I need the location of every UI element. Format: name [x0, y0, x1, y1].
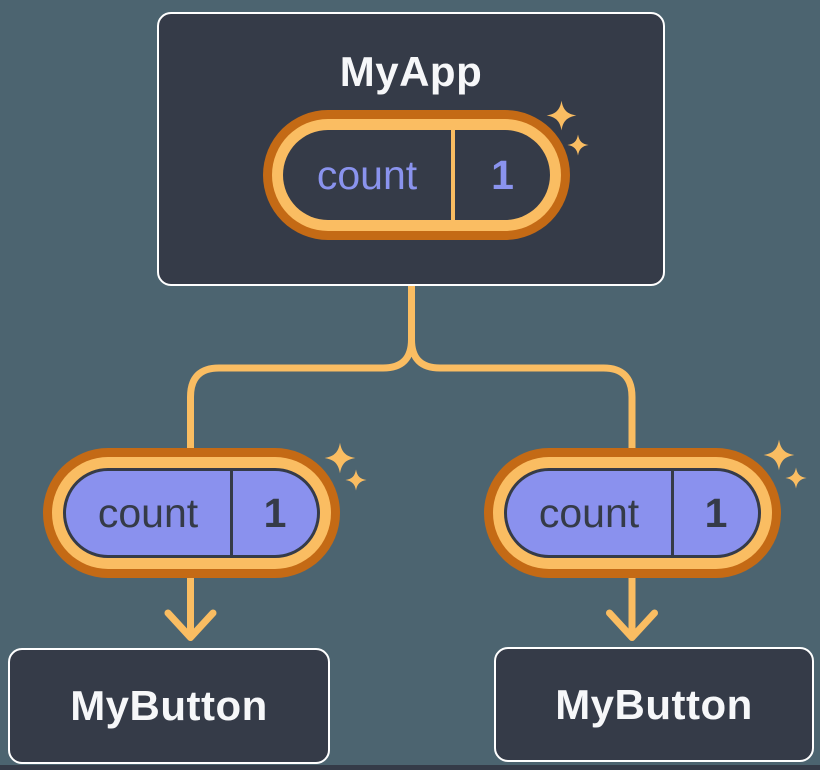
- state-pill-left-ring: count 1: [52, 457, 331, 569]
- sparkle-icon: [546, 100, 577, 131]
- pill-divider: [451, 130, 455, 220]
- state-value-label: 1: [263, 489, 287, 536]
- state-name-label: count: [316, 151, 418, 198]
- fork-branch-right: [408, 281, 636, 454]
- arrow-left-head: [164, 609, 217, 641]
- sparkle-icon: [567, 134, 589, 156]
- state-pill-right-ring: count 1: [493, 457, 772, 569]
- arrow-right-head: [606, 609, 658, 641]
- node-mybutton-left-title: MyButton: [70, 682, 268, 729]
- node-myapp-title: MyApp: [339, 48, 483, 95]
- state-pill-left: count 1: [43, 448, 340, 578]
- sparkle-icon: [324, 442, 356, 474]
- state-value-label: 1: [491, 151, 514, 198]
- bottom-edge-strip: [0, 765, 820, 770]
- node-mybutton-right-title: MyButton: [555, 680, 753, 728]
- fork-branch-left: [187, 281, 415, 454]
- sparkle-icon: [345, 469, 367, 491]
- state-pill-myapp: count 1: [263, 110, 570, 240]
- state-name-label: count: [538, 489, 640, 536]
- state-pill-right-body: count 1: [504, 468, 761, 558]
- pill-divider: [671, 471, 674, 555]
- state-value-label: 1: [704, 489, 728, 536]
- state-pill-left-body: count 1: [63, 468, 320, 558]
- node-mybutton-right: MyButton: [494, 647, 814, 762]
- sparkle-icon: [785, 467, 807, 489]
- node-mybutton-left: MyButton: [8, 648, 330, 764]
- state-name-label: count: [97, 489, 199, 536]
- state-pill-myapp-ring: count 1: [272, 119, 561, 231]
- sparkle-icon: [763, 439, 795, 471]
- state-pill-right: count 1: [484, 448, 781, 578]
- pill-divider: [230, 471, 233, 555]
- state-pill-myapp-body: count 1: [283, 130, 550, 220]
